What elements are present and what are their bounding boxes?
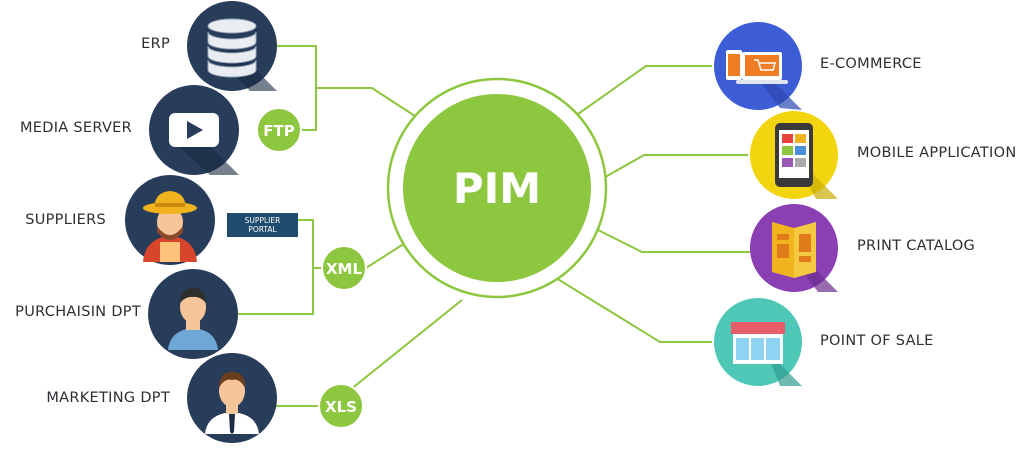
storefront-icon [714,298,802,386]
label-mobile-application: MOBILE APPLICATION [857,145,1017,161]
brochure-icon [750,204,838,292]
svg-text:PORTAL: PORTAL [248,225,277,234]
pim-hub: PIM [386,77,608,299]
video-player-icon [149,85,239,175]
label-marketing-dpt: MARKETING DPT [46,390,170,406]
label-ecommerce: E-COMMERCE [820,56,922,72]
businessman-icon [187,353,277,443]
smartphone-icon [750,111,838,199]
label-print-catalog: PRINT CATALOG [857,238,976,254]
label-point-of-sale: POINT OF SALE [820,333,934,349]
label-purchasin-dpt: PURCHAISIN DPT [15,304,141,320]
ftp-to-pim-line [316,87,419,119]
pim-label: PIM [453,164,541,213]
label-suppliers: SUPPLIERS [25,212,106,228]
svg-text:FTP: FTP [263,122,294,140]
svg-text:XLS: XLS [325,398,357,416]
xml-badge: XML [321,245,367,291]
pos-line [555,277,712,343]
mobile-line [599,154,748,181]
label-media-server: MEDIA SERVER [19,120,132,136]
xls-to-pim-line [276,299,463,407]
database-icon [187,1,277,91]
svg-text:SUPPLIER: SUPPLIER [245,216,281,225]
ftp-badge: FTP [256,107,302,153]
svg-text:XML: XML [326,260,362,278]
xls-badge: XLS [318,383,364,429]
farmer-icon [125,175,215,265]
supplier-portal-tag: SUPPLIER PORTAL [227,213,298,237]
person-icon [148,269,238,359]
label-erp: ERP [141,36,170,52]
devices-cart-icon [714,22,802,110]
print-line [597,229,750,253]
ecommerce-line [577,65,712,115]
